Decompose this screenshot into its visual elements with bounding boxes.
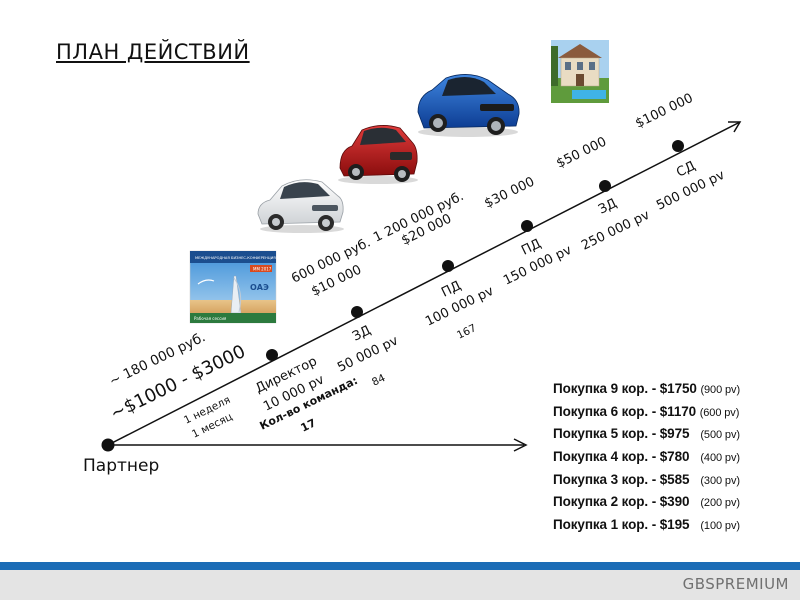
- brand-logo-text: GBSPREMIUM: [683, 575, 789, 593]
- purchase-label: Покупка 3 кор. - $585: [553, 472, 689, 487]
- red-suv-image: [338, 125, 418, 184]
- purchase-item: Покупка 3 кор. - $585 (300 pv): [553, 469, 793, 492]
- purchase-pv: (300 pv): [700, 475, 740, 487]
- white-car-image: [258, 180, 344, 233]
- count-84: 84: [370, 372, 388, 389]
- start-label-partner: Партнер: [83, 456, 159, 476]
- rank-zd2: ЗД: [596, 196, 619, 218]
- income-usd-100000: $100 000: [633, 91, 695, 132]
- team-size-value: 17: [299, 416, 318, 434]
- income-usd-50000: $50 000: [554, 135, 609, 172]
- milestone-dot-partner: [102, 439, 115, 452]
- milestone-dot-zd1: [351, 306, 363, 318]
- purchase-item: Покупка 5 кор. - $975 (500 pv): [553, 423, 793, 446]
- pv-zd2: 250 000 pv: [579, 208, 652, 254]
- income-usd-30000: $30 000: [482, 175, 537, 212]
- rank-zd1: ЗД: [350, 323, 373, 345]
- purchase-label: Покупка 2 кор. - $390: [553, 494, 689, 509]
- purchase-pv: (200 pv): [700, 497, 740, 509]
- purchase-label: Покупка 9 кор. - $1750: [553, 381, 697, 396]
- footer-accent-bar: [0, 562, 800, 570]
- purchase-label: Покупка 5 кор. - $975: [553, 426, 689, 441]
- purchase-item: Покупка 1 кор. - $195 (100 pv): [553, 514, 793, 537]
- purchase-pv: (900 pv): [700, 384, 740, 396]
- purchase-item: Покупка 6 кор. - $1170 (600 pv): [553, 401, 793, 424]
- purchase-list: Покупка 9 кор. - $1750 (900 pv) Покупка …: [553, 378, 793, 537]
- brochure-banner: МЕЖДУНАРОДНАЯ БИЗНЕС-КОНФЕРЕНЦИЯ ДИРЕКТО…: [195, 256, 302, 260]
- milestone-dot-zd2: [599, 180, 611, 192]
- blue-car-image: [418, 74, 519, 137]
- purchase-pv: (100 pv): [700, 520, 740, 532]
- milestone-dot-pd1: [442, 260, 454, 272]
- purchase-pv: (600 pv): [700, 407, 740, 419]
- purchase-item: Покупка 4 кор. - $780 (400 pv): [553, 446, 793, 469]
- milestone-dot-sd: [672, 140, 684, 152]
- pv-zd1: 50 000 pv: [335, 333, 401, 375]
- horizontal-arrow: [108, 439, 526, 451]
- purchase-pv: (500 pv): [700, 429, 740, 441]
- purchase-item: Покупка 9 кор. - $1750 (900 pv): [553, 378, 793, 401]
- purchase-item: Покупка 2 кор. - $390 (200 pv): [553, 491, 793, 514]
- footer: [0, 570, 800, 600]
- count-167: 167: [455, 322, 478, 342]
- brochure-country: ОАЭ: [250, 283, 269, 292]
- milestone-dot-pd2: [521, 220, 533, 232]
- brochure-image: МЕЖДУНАРОДНАЯ БИЗНЕС-КОНФЕРЕНЦИЯ ДИРЕКТО…: [190, 251, 302, 323]
- villa-image: [551, 40, 609, 103]
- milestone-dot-director: [266, 349, 278, 361]
- purchase-label: Покупка 4 кор. - $780: [553, 449, 689, 464]
- purchase-label: Покупка 6 кор. - $1170: [553, 404, 696, 419]
- brochure-tag: ММ 2017: [253, 267, 272, 272]
- brochure-sub: Рабочая сессия: [194, 316, 227, 321]
- purchase-label: Покупка 1 кор. - $195: [553, 517, 689, 532]
- rank-sd: СД: [674, 159, 698, 181]
- purchase-pv: (400 pv): [700, 452, 740, 464]
